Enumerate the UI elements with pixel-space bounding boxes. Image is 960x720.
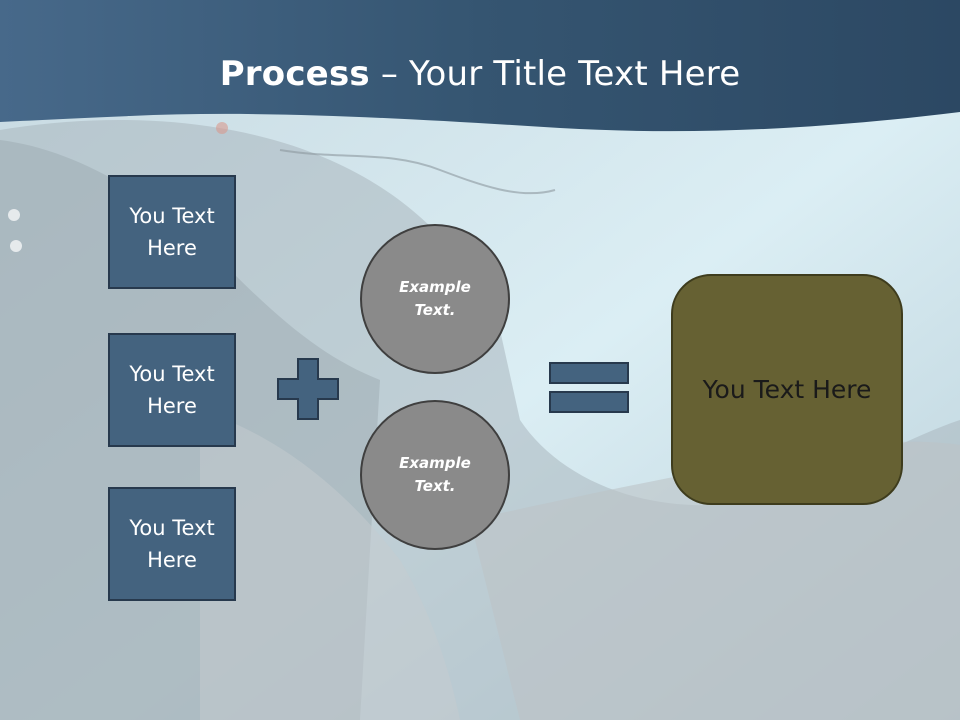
- example-circle-1: Example Text.: [360, 224, 510, 374]
- example-circle-label: Example Text.: [399, 454, 471, 495]
- example-circle-label: Example Text.: [399, 278, 471, 319]
- equals-icon: [549, 362, 629, 413]
- slide-title: Process – Your Title Text Here: [0, 52, 960, 96]
- example-circle-2: Example Text.: [360, 400, 510, 550]
- plus-icon: [277, 358, 339, 420]
- result-label: You Text Here: [702, 375, 872, 404]
- title-rest: – Your Title Text Here: [369, 54, 741, 94]
- result-box: You Text Here: [671, 274, 903, 505]
- input-box-label: You Text Here: [129, 362, 215, 418]
- input-box-1: You Text Here: [108, 175, 236, 289]
- title-bold: Process: [219, 54, 370, 94]
- input-box-2: You Text Here: [108, 333, 236, 447]
- input-box-label: You Text Here: [129, 516, 215, 572]
- input-box-label: You Text Here: [129, 204, 215, 260]
- input-box-3: You Text Here: [108, 487, 236, 601]
